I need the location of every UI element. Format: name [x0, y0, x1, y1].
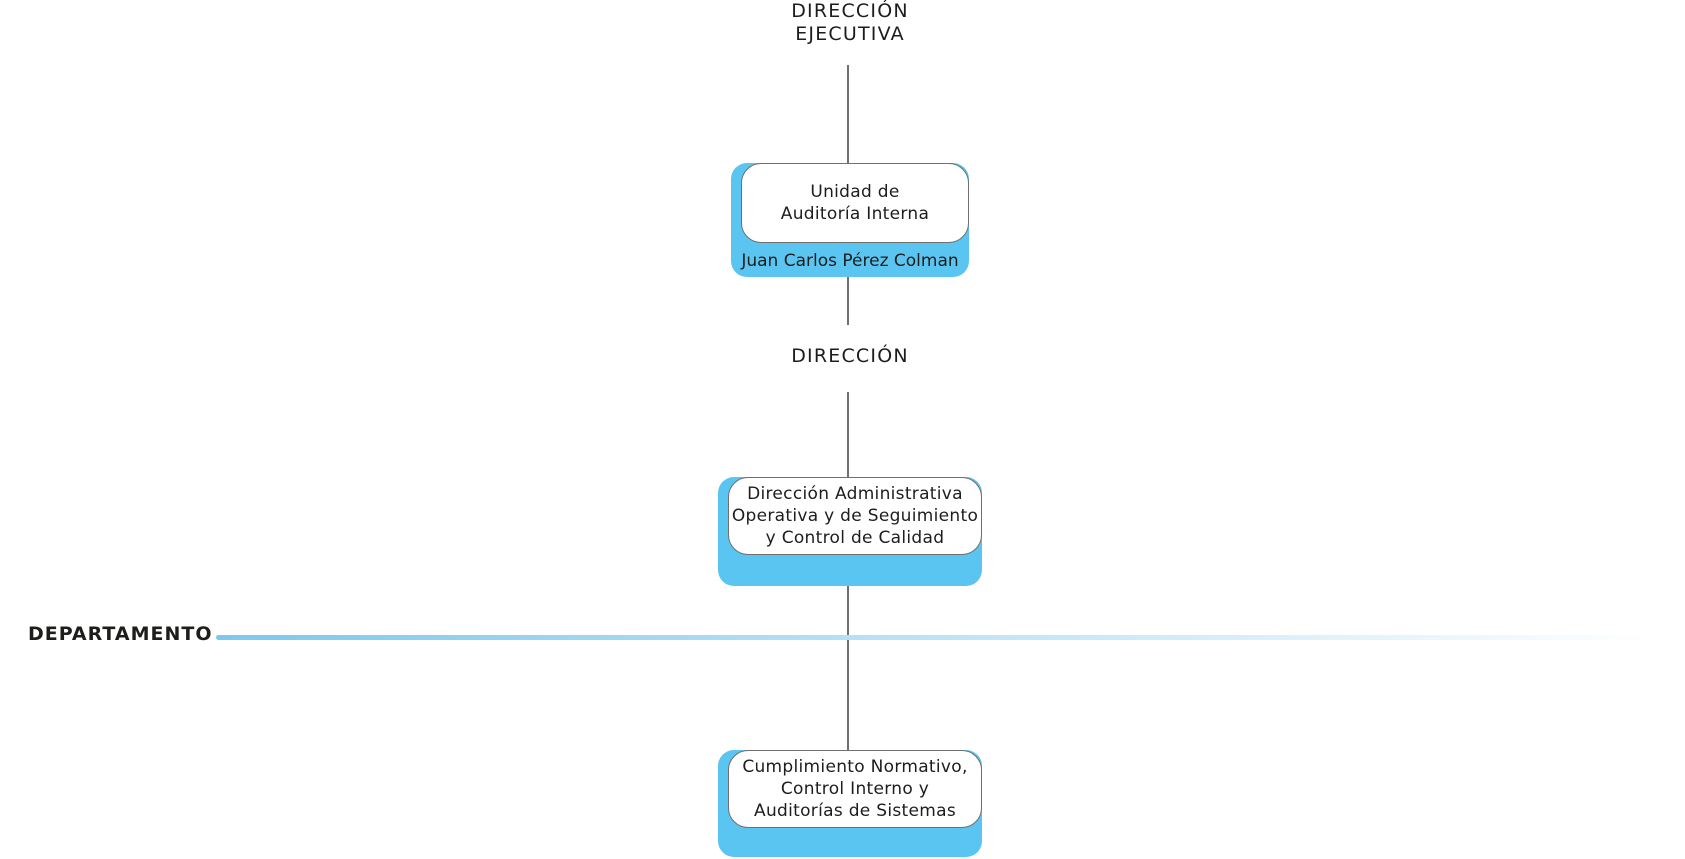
level-label-executive: DIRECCIÓN EJECUTIVA [791, 0, 909, 45]
node-title: Dirección Administrativa Operativa y de … [728, 477, 982, 555]
node-title: Unidad de Auditoría Interna [741, 163, 969, 243]
department-divider-line [216, 635, 1656, 640]
node-title: Cumplimiento Normativo, Control Interno … [728, 750, 982, 828]
connector-line [847, 65, 849, 165]
org-node-admin-direction[interactable]: Dirección Administrativa Operativa y de … [718, 477, 982, 586]
level-label-department: DEPARTAMENTO [28, 623, 213, 645]
connector-line [847, 277, 849, 325]
connector-line [847, 586, 849, 752]
org-node-audit-unit[interactable]: Unidad de Auditoría Interna Juan Carlos … [731, 163, 969, 277]
org-node-compliance-dept[interactable]: Cumplimiento Normativo, Control Interno … [718, 750, 982, 859]
node-holder-name: Juan Carlos Pérez Colman [741, 251, 959, 271]
connector-line [847, 392, 849, 477]
level-label-direction: DIRECCIÓN [791, 345, 909, 367]
